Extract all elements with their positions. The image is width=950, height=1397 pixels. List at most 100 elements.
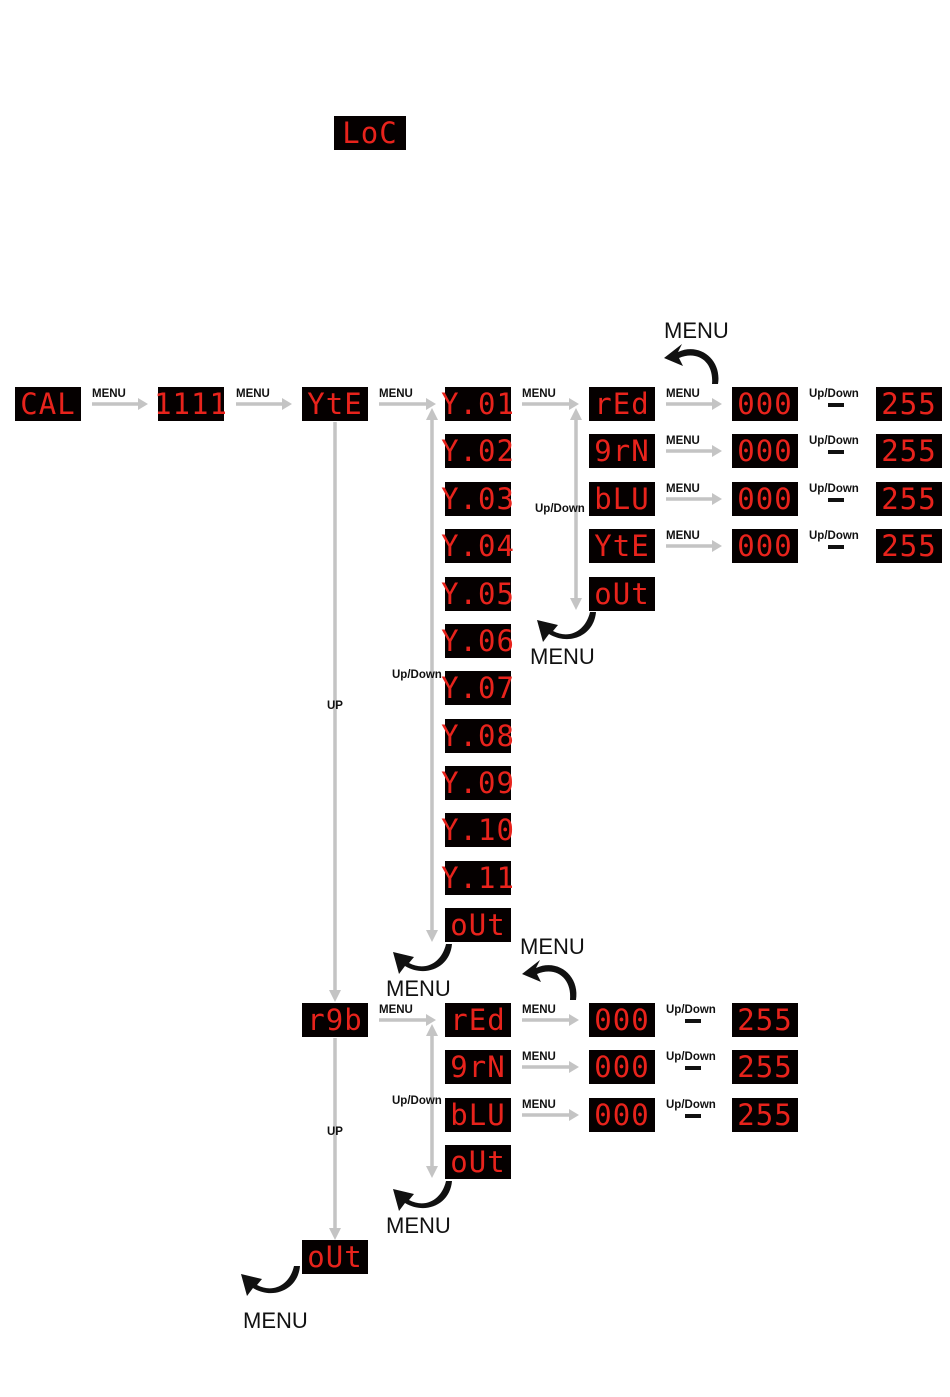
svg-text:Y.11: Y.11 (441, 861, 515, 895)
svg-text:UP: UP (327, 1126, 343, 1138)
value-range-label: Up/Down (666, 1004, 716, 1023)
svg-text:MENU: MENU (92, 388, 126, 400)
y-list-updown-arrow: Up/Down (392, 408, 442, 942)
yte-sub-item: 9rN (589, 434, 655, 468)
svg-text:1111: 1111 (154, 387, 228, 421)
value-range-label: Up/Down (666, 1099, 716, 1118)
svg-text:Y.06: Y.06 (441, 624, 515, 658)
value-max-display: 255 (732, 1098, 798, 1132)
rgb-sub-updown-arrow: Up/Down (392, 1024, 442, 1178)
value-min-display: 000 (732, 529, 798, 563)
svg-text:MENU: MENU (522, 1099, 556, 1111)
svg-text:255: 255 (737, 1003, 792, 1037)
value-min-display: 000 (732, 434, 798, 468)
svg-text:Up/Down: Up/Down (809, 388, 859, 400)
svg-text:MENU: MENU (236, 388, 270, 400)
value-max-display: 255 (732, 1050, 798, 1084)
svg-text:000: 000 (737, 434, 792, 468)
svg-text:MENU: MENU (522, 1004, 556, 1016)
rgb-value-rows: MENU MENU MENU 000 000 000 Up/Down Up/Do… (520, 934, 798, 1132)
value-menu-return: MENU (520, 934, 585, 1000)
display-final-out: oUt (302, 1240, 368, 1274)
yte-value-rows: MENU MENU MENU MENU 000 000 000 000 Up/D… (664, 318, 942, 563)
value-max-display: 255 (876, 482, 942, 516)
value-min-display: 000 (589, 1050, 655, 1084)
main-chain: CAL MENU 1111 MENU YtE MENU (15, 387, 436, 421)
lock-display: LoC (334, 116, 406, 150)
svg-text:Up/Down: Up/Down (809, 530, 859, 542)
yte-sub-menu-return: MENU (530, 612, 596, 669)
value-range-label: Up/Down (809, 530, 859, 549)
svg-text:Y.04: Y.04 (441, 529, 515, 563)
value-max-display: 255 (876, 434, 942, 468)
svg-text:rEd: rEd (450, 1003, 505, 1037)
value-range-label: Up/Down (809, 435, 859, 454)
svg-text:Y.09: Y.09 (441, 766, 515, 800)
svg-text:bLU: bLU (594, 482, 649, 516)
svg-text:rEd: rEd (594, 387, 649, 421)
svg-text:MENU: MENU (522, 1051, 556, 1063)
svg-text:Up/Down: Up/Down (666, 1051, 716, 1063)
arrow-yte-to-y01: MENU (379, 388, 436, 410)
rgb-sub-menu-return: MENU (386, 1181, 452, 1238)
y-list-item: Y.03 (441, 482, 514, 516)
rgb-sub-item: bLU (445, 1098, 511, 1132)
value-menu-arrow: MENU (666, 483, 722, 505)
svg-text:MENU: MENU (530, 644, 595, 669)
y-list-item: Y.05 (441, 577, 515, 611)
svg-text:Up/Down: Up/Down (809, 435, 859, 447)
display-rgb: r9b (302, 1003, 368, 1037)
svg-text:9rN: 9rN (594, 434, 649, 468)
svg-text:YtE: YtE (594, 529, 649, 563)
value-max-display: 255 (876, 529, 942, 563)
value-menu-arrow: MENU (522, 1051, 579, 1073)
arrow-cal-to-1111: MENU (92, 388, 148, 410)
svg-text:000: 000 (594, 1098, 649, 1132)
svg-text:UP: UP (327, 700, 343, 712)
y-list-item: Y.07 (441, 671, 514, 705)
yte-sub-item: bLU (589, 482, 655, 516)
svg-text:255: 255 (881, 434, 936, 468)
svg-text:bLU: bLU (450, 1098, 505, 1132)
y-list-menu-return: MENU (386, 944, 452, 1001)
y-list-item: Y.01 (441, 387, 515, 421)
svg-text:Up/Down: Up/Down (666, 1004, 716, 1016)
svg-text:MENU: MENU (243, 1308, 308, 1333)
arrow-rgb-up-to-out: UP (327, 1038, 343, 1240)
svg-text:Up/Down: Up/Down (535, 503, 585, 515)
svg-text:MENU: MENU (664, 318, 729, 343)
value-min-display: 000 (732, 387, 798, 421)
y-list-item: Y.11 (441, 861, 515, 895)
svg-text:Y.01: Y.01 (441, 387, 515, 421)
value-range-label: Up/Down (809, 388, 859, 407)
y-list-item: Y.06 (441, 624, 515, 658)
yte-sub-column: rEd 9rN bLU YtE oUt Up/Down MENU (530, 387, 655, 669)
svg-text:LoC: LoC (342, 116, 397, 150)
svg-text:Y.05: Y.05 (441, 577, 515, 611)
svg-text:255: 255 (881, 529, 936, 563)
svg-text:r9b: r9b (307, 1003, 362, 1037)
y-list-item: Y.10 (441, 813, 515, 847)
display-yte: YtE (302, 387, 368, 421)
value-menu-arrow: MENU (522, 1004, 579, 1026)
svg-text:MENU: MENU (666, 388, 700, 400)
svg-text:Y.08: Y.08 (441, 719, 515, 753)
y-list-item: Y.08 (441, 719, 515, 753)
display-cal: CAL (15, 387, 81, 421)
y-list-item: Y.04 (441, 529, 515, 563)
rgb-sub-column: rEd 9rN bLU oUt Up/Down MENU (386, 1003, 511, 1238)
svg-text:255: 255 (737, 1050, 792, 1084)
value-menu-arrow: MENU (522, 1099, 579, 1121)
value-range-label: Up/Down (666, 1051, 716, 1070)
value-menu-arrow: MENU (666, 435, 722, 457)
value-min-display: 000 (589, 1098, 655, 1132)
display-1111: 1111 (154, 387, 228, 421)
y-list-item: oUt (445, 908, 511, 942)
rgb-sub-item: 9rN (445, 1050, 511, 1084)
svg-text:Up/Down: Up/Down (392, 669, 442, 681)
value-min-display: 000 (732, 482, 798, 516)
value-menu-arrow: MENU (666, 530, 722, 552)
svg-text:Y.10: Y.10 (441, 813, 515, 847)
svg-text:MENU: MENU (386, 1213, 451, 1238)
svg-text:Up/Down: Up/Down (666, 1099, 716, 1111)
